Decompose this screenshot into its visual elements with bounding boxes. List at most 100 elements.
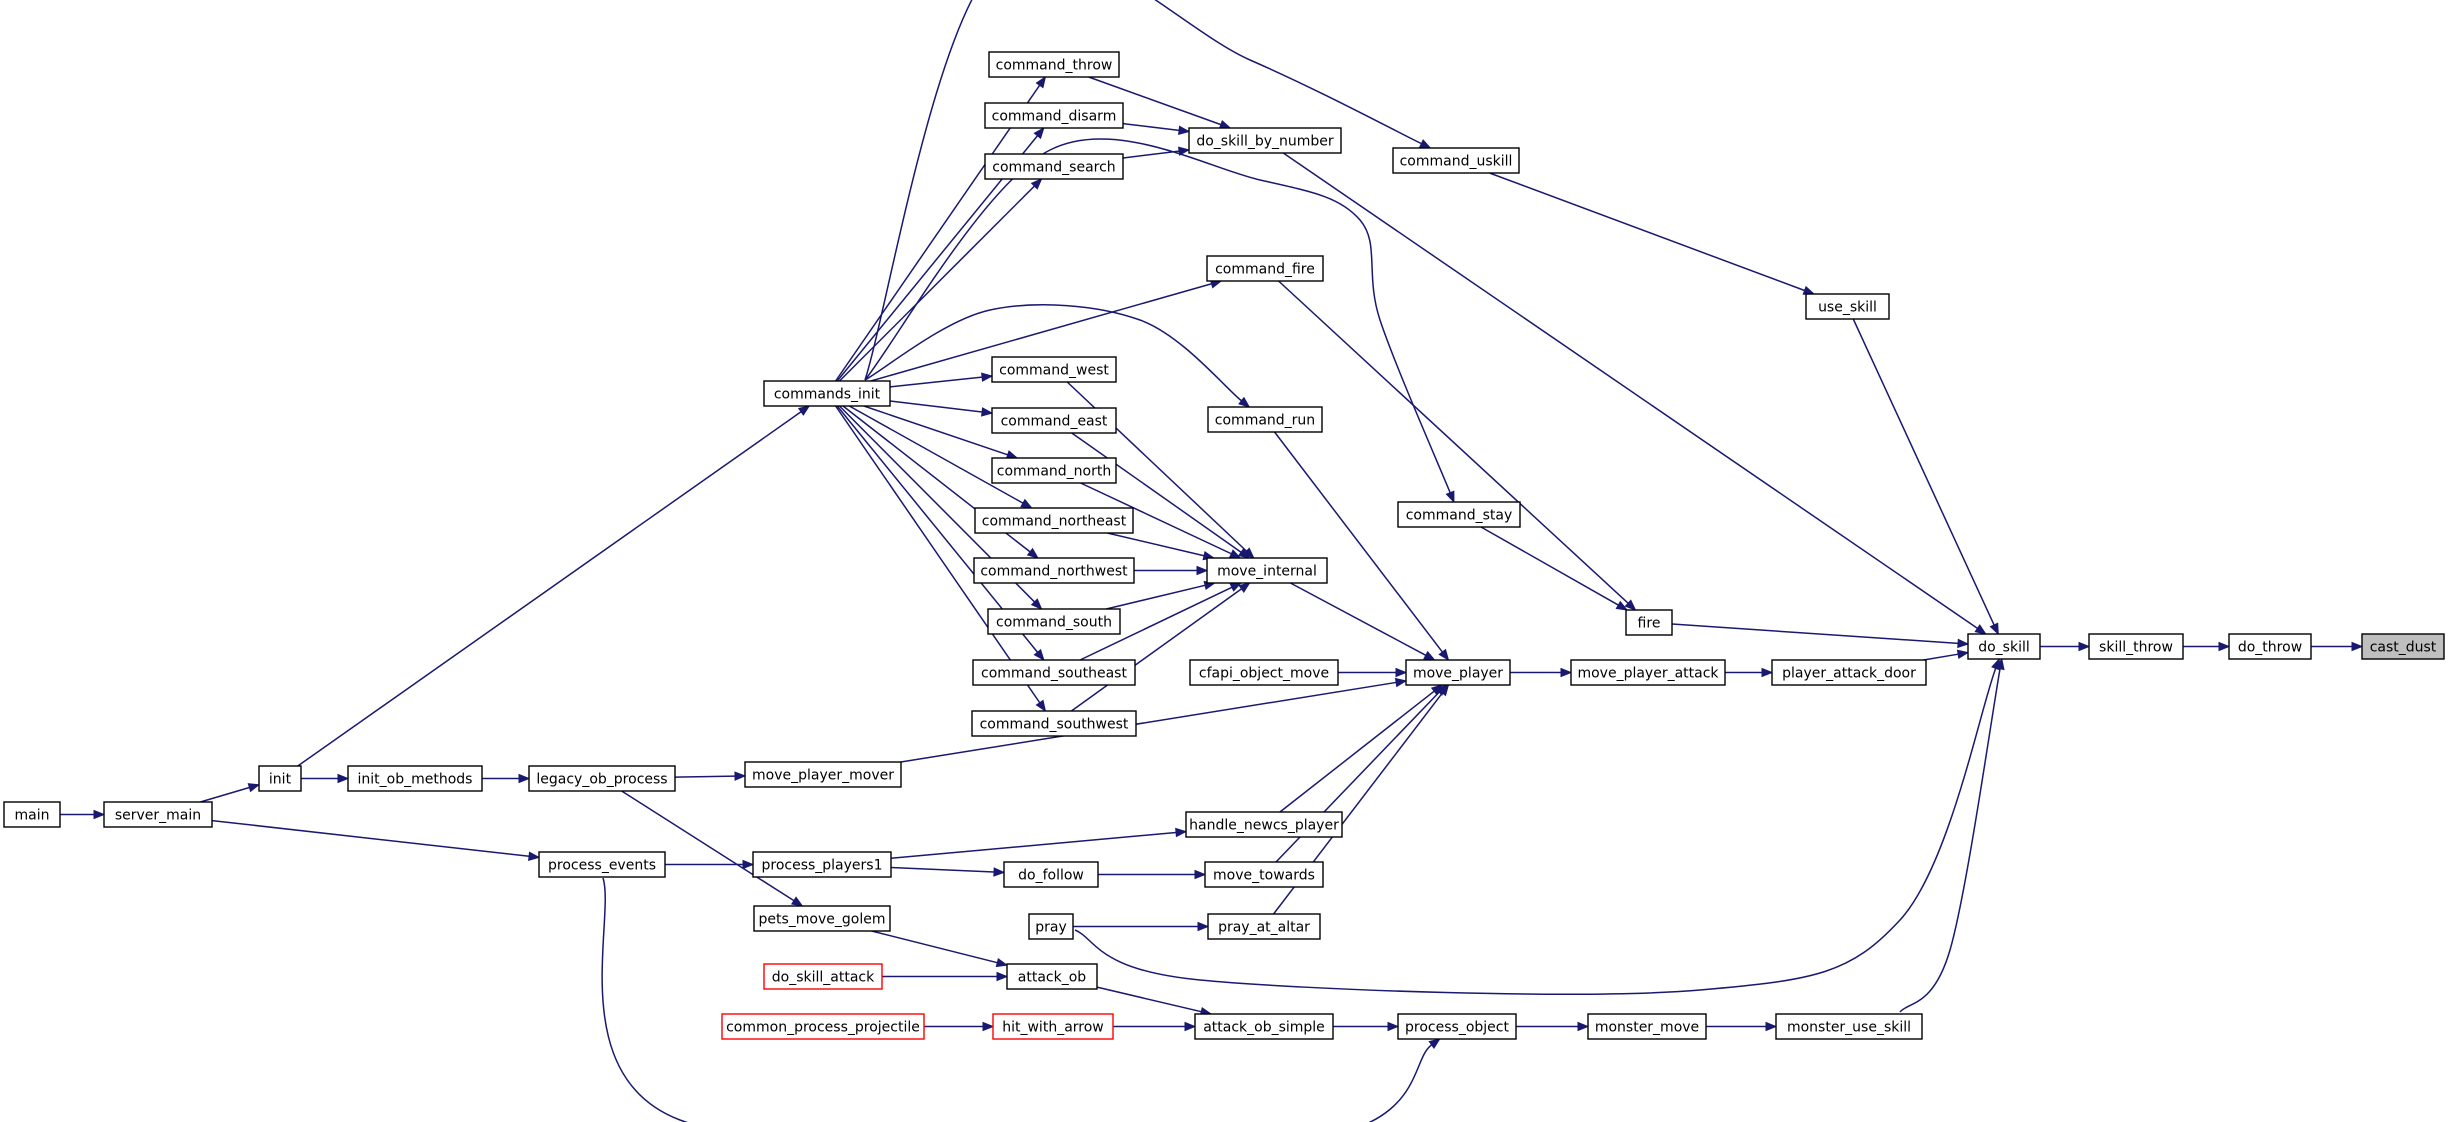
node-box xyxy=(763,963,883,990)
arrowhead-icon xyxy=(1242,547,1255,559)
node-commands-init[interactable]: commands_init xyxy=(763,380,891,407)
node-box xyxy=(2088,633,2184,660)
node-label: command_north xyxy=(997,464,1111,480)
node-move-player-attack[interactable]: move_player_attack xyxy=(1570,659,1726,686)
node-server-main[interactable]: server_main xyxy=(103,801,213,828)
node-process-players1[interactable]: process_players1 xyxy=(752,851,892,878)
node-cfapi-object-move[interactable]: cfapi_object_move xyxy=(1189,659,1339,686)
edge-line xyxy=(1273,431,1443,653)
arrowhead-icon xyxy=(1624,599,1637,611)
edge-do_skill-to-skill_throw xyxy=(2040,641,2091,652)
node-box xyxy=(1206,557,1328,584)
node-process-events[interactable]: process_events xyxy=(538,851,666,878)
edge-command_southwest-to-move_internal xyxy=(1070,582,1251,712)
arrowhead-icon xyxy=(1765,1021,1778,1032)
node-legacy-ob-process[interactable]: legacy_ob_process xyxy=(528,765,676,792)
edge-command_search-to-do_skill_by_number xyxy=(1122,146,1191,159)
arrowhead-icon xyxy=(1974,624,1987,635)
edge-legacy_ob_process-to-move_player_mover xyxy=(674,771,747,781)
node-command-disarm[interactable]: command_disarm xyxy=(984,102,1124,129)
arrowhead-icon xyxy=(993,867,1006,877)
edge-process_events-to-process_players1 xyxy=(665,859,755,870)
node-command-stay[interactable]: command_stay xyxy=(1397,501,1521,528)
node-command-southwest[interactable]: command_southwest xyxy=(971,710,1137,737)
arrowhead-icon xyxy=(1033,648,1045,662)
edge-init_ob_methods-to-legacy_ob_process xyxy=(482,773,531,784)
node-do-skill[interactable]: do_skill xyxy=(1967,633,2041,660)
node-do-follow[interactable]: do_follow xyxy=(1003,861,1099,888)
node-box xyxy=(1194,1013,1334,1040)
node-command-south[interactable]: command_south xyxy=(987,608,1121,635)
edge-line xyxy=(1088,76,1222,126)
arrowhead-icon xyxy=(1035,699,1047,713)
node-box xyxy=(763,380,891,407)
node-command-northeast[interactable]: command_northeast xyxy=(974,507,1134,534)
arrowhead-icon xyxy=(981,372,994,382)
node-command-uskill[interactable]: command_uskill xyxy=(1392,147,1520,174)
edge-line xyxy=(863,405,1008,456)
node-common-process-projectile[interactable]: common_process_projectile xyxy=(721,1013,925,1040)
node-handle-newcs-player[interactable]: handle_newcs_player xyxy=(1185,811,1343,838)
node-label: cast_dust xyxy=(2370,640,2437,656)
arrowhead-icon xyxy=(797,405,811,416)
node-do-throw[interactable]: do_throw xyxy=(2228,633,2312,660)
edge-line xyxy=(621,790,795,902)
node-label: init_ob_methods xyxy=(358,772,473,788)
node-command-run[interactable]: command_run xyxy=(1207,406,1323,433)
node-player-attack-door[interactable]: player_attack_door xyxy=(1771,659,1927,686)
node-init[interactable]: init xyxy=(258,765,302,792)
node-command-fire[interactable]: command_fire xyxy=(1206,255,1324,282)
node-do-skill-by-number[interactable]: do_skill_by_number xyxy=(1188,127,1342,154)
node-pray-at-altar[interactable]: pray_at_altar xyxy=(1207,913,1321,940)
edge-line xyxy=(1074,668,1997,995)
edge-skill_throw-to-do_throw xyxy=(2183,641,2231,652)
node-attack-ob-simple[interactable]: attack_ob_simple xyxy=(1194,1013,1334,1040)
node-box xyxy=(974,507,1134,534)
node-move-internal[interactable]: move_internal xyxy=(1206,557,1328,584)
node-move-player[interactable]: move_player xyxy=(1405,659,1511,686)
edge-line xyxy=(834,405,1041,704)
node-command-west[interactable]: command_west xyxy=(991,356,1117,383)
edge-process_players1-to-do_follow xyxy=(890,866,1006,877)
node-attack-ob[interactable]: attack_ob xyxy=(1006,963,1098,990)
node-process-object[interactable]: process_object xyxy=(1397,1013,1517,1040)
arrowhead-icon xyxy=(1423,650,1436,661)
node-command-throw[interactable]: command_throw xyxy=(988,51,1120,78)
node-move-player-mover[interactable]: move_player_mover xyxy=(744,761,902,788)
node-box xyxy=(1967,633,2041,660)
node-command-north[interactable]: command_north xyxy=(991,457,1117,484)
node-hit-with-arrow[interactable]: hit_with_arrow xyxy=(992,1013,1114,1040)
node-init-ob-methods[interactable]: init_ob_methods xyxy=(347,765,483,792)
arrowhead-icon xyxy=(1418,139,1432,149)
node-command-southeast[interactable]: command_southeast xyxy=(972,659,1136,686)
node-monster-use-skill[interactable]: monster_use_skill xyxy=(1775,1013,1923,1040)
node-fire[interactable]: fire xyxy=(1625,609,1673,636)
arrowhead-icon xyxy=(1438,648,1450,662)
edge-main-to-server_main xyxy=(60,809,106,820)
edge-line xyxy=(1122,150,1180,159)
node-command-search[interactable]: command_search xyxy=(984,153,1124,180)
node-label: command_run xyxy=(1215,413,1315,429)
node-label: server_main xyxy=(115,808,201,824)
node-label: move_player_mover xyxy=(752,768,894,784)
arrowhead-icon xyxy=(1438,683,1450,697)
node-main[interactable]: main xyxy=(3,801,61,828)
node-move-towards[interactable]: move_towards xyxy=(1204,861,1324,888)
node-command-east[interactable]: command_east xyxy=(991,407,1117,434)
node-use-skill[interactable]: use_skill xyxy=(1805,293,1890,320)
node-pray[interactable]: pray xyxy=(1028,913,1074,940)
arrowhead-icon xyxy=(1030,178,1043,190)
edge-command_stay-to-fire xyxy=(1480,526,1629,611)
edge-process_events-to-process_object xyxy=(601,877,1441,1122)
node-pets-move-golem[interactable]: pets_move_golem xyxy=(753,905,891,932)
node-monster-move[interactable]: monster_move xyxy=(1587,1013,1707,1040)
node-skill-throw[interactable]: skill_throw xyxy=(2088,633,2184,660)
edge-cfapi_object_move-to-move_player xyxy=(1338,667,1408,678)
node-do-skill-attack[interactable]: do_skill_attack xyxy=(763,963,883,990)
node-cast-dust[interactable]: cast_dust xyxy=(2361,633,2445,660)
edge-line xyxy=(900,681,1397,763)
node-command-northwest[interactable]: command_northwest xyxy=(973,557,1135,584)
arrowhead-icon xyxy=(1218,119,1232,129)
arrowhead-icon xyxy=(518,773,531,784)
node-label: do_skill xyxy=(1978,640,2030,656)
